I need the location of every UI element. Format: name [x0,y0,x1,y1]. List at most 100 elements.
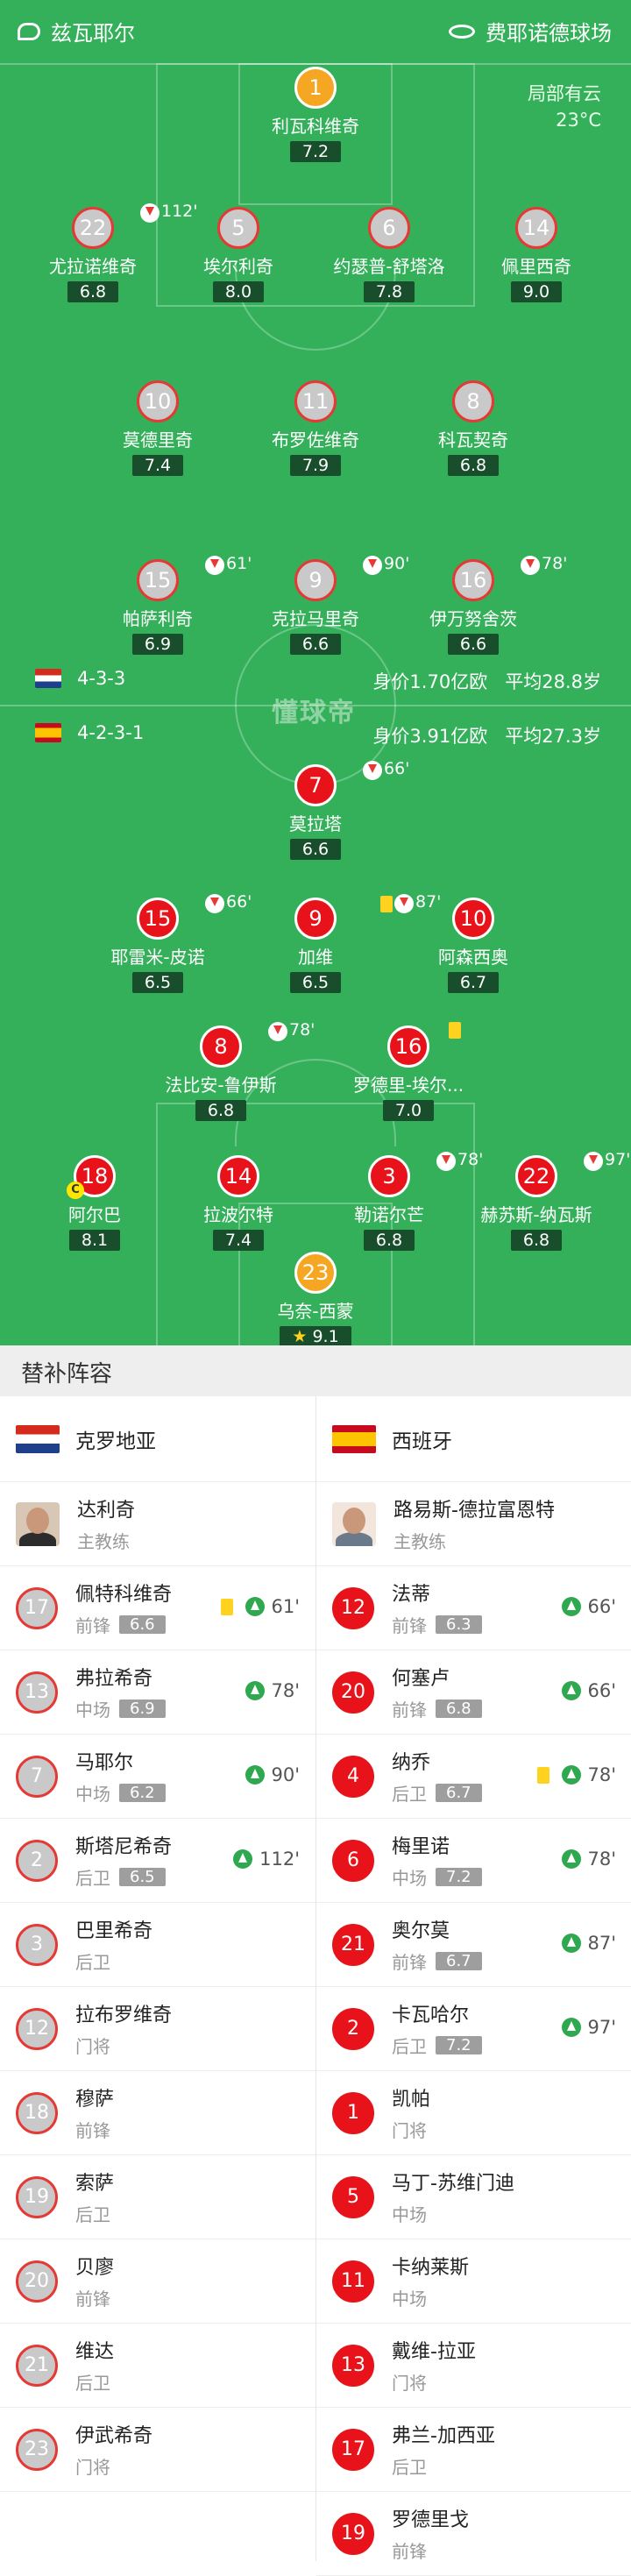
player-name: 索萨 [75,2173,115,2195]
jersey-number: 22 [515,1155,557,1197]
away-player[interactable]: 10 阿森西奥 6.7 [386,898,561,993]
player-position: 门将 [392,2120,427,2141]
player-rating: 6.3 [436,1615,482,1634]
away-coach[interactable]: 路易斯-德拉富恩特主教练 [316,1482,631,1566]
player-rating: 6.6 [447,634,500,655]
player-name: 佩特科维奇 [75,1584,173,1606]
player-rating: 6.2 [119,1784,166,1802]
jersey-number: 8 [200,1025,242,1068]
home-value: 身价1.70亿欧 [372,671,488,692]
bottom-goal-box [238,1203,393,1345]
jersey-number: 5 [332,2175,374,2218]
sub-in-icon [561,1681,581,1700]
away-value: 身价3.91亿欧 [372,726,488,747]
whistle-icon [18,22,40,40]
away-player[interactable]: 23 乌奈-西蒙 ★ 9.1 [228,1252,403,1345]
jersey-number: 5 [217,207,259,249]
player-name: 巴里希奇 [75,1920,153,1942]
player-rating: 7.4 [131,455,184,476]
away-player[interactable]: 9 87' 加维 6.5 [228,892,441,993]
sub-off-icon [205,894,224,913]
home-player[interactable]: 6 约瑟普-舒塔洛 7.8 [301,207,477,302]
player-name: 穆萨 [75,2089,115,2111]
coach-role: 主教练 [77,1531,130,1552]
away-player[interactable]: 22 97' 赫苏斯-纳瓦斯 6.8 [449,1150,630,1251]
home-player[interactable]: 9 90' 克拉马里奇 6.6 [228,554,409,655]
away-player[interactable]: 14 拉波尔特 7.4 [151,1155,326,1251]
player-name: 利瓦科维奇 [272,116,359,137]
home-player[interactable]: 14 佩里西奇 9.0 [449,207,624,302]
away-player[interactable]: 16 罗德里-埃尔... 7.0 [321,1022,496,1121]
home-player[interactable]: 16 78' 伊万努舍茨 6.6 [386,554,567,655]
home-coach[interactable]: 达利奇主教练 [0,1482,316,1566]
stadium-header: 费耶诺德球场 [449,16,612,46]
jersey-number: 23 [294,1252,337,1294]
home-team-header[interactable]: 兹瓦耶尔 [18,16,135,46]
home-player[interactable]: 1 利瓦科维奇 7.2 [228,67,403,162]
player-name: 赫苏斯-纳瓦斯 [480,1204,592,1225]
substitute-row[interactable]: 18 穆萨前锋 [0,2071,316,2155]
sub-time: 66' [384,759,410,778]
jersey-number: 9 [294,898,337,940]
home-player[interactable]: 22 112' 尤拉诺维奇 6.8 [5,202,198,302]
home-player[interactable]: 5 埃尔利奇 8.0 [151,207,326,302]
player-name: 科瓦契奇 [438,429,508,451]
away-player[interactable]: 8 78' 法比安-鲁伊斯 6.8 [133,1020,315,1121]
player-position: 前锋 [75,2120,110,2141]
away-player[interactable]: 3 78' 勒诺尔芒 6.8 [301,1150,483,1251]
player-name: 维达 [75,2341,115,2363]
sub-time: 66' [587,1596,617,1617]
player-rating: 8.0 [212,281,265,302]
home-player[interactable]: 11 布罗佐维奇 7.9 [228,380,403,476]
player-rating: 6.9 [119,1700,166,1718]
player-rating: 7.4 [212,1230,265,1251]
away-player[interactable]: 15 66' 耶雷米-皮诺 6.5 [70,892,252,993]
player-rating: 7.9 [289,455,342,476]
referee-name: 兹瓦耶尔 [51,21,135,46]
home-player[interactable]: 8 科瓦契奇 6.8 [386,380,561,476]
jersey-number: 14 [515,207,557,249]
jersey-number: 9 [294,559,337,601]
jersey-number: 11 [294,380,337,422]
away-player[interactable]: 18 C 阿尔巴 8.1 [7,1155,182,1251]
pitch-outline [0,63,631,1345]
home-player[interactable]: 10 莫德里奇 7.4 [70,380,245,476]
jersey-number: 18 [16,2091,58,2134]
player-name: 克拉马里奇 [272,608,359,629]
away-bench-header[interactable]: 西班牙 [316,1396,631,1482]
home-player[interactable]: 15 61' 帕萨利奇 6.9 [70,554,252,655]
sub-in-icon [561,1765,581,1785]
player-name: 阿尔巴 [68,1204,121,1225]
home-bench-header[interactable]: 克罗地亚 [0,1396,316,1482]
sub-time: 87' [587,1933,617,1954]
jersey-number: 20 [332,1671,374,1714]
player-rating: 6.8 [67,281,119,302]
sub-time: 78' [289,1020,316,1040]
player-position: 前锋 [392,2541,427,2562]
player-position: 前锋 [392,1700,427,1721]
croatia-flag-icon [35,669,61,688]
away-player[interactable]: 7 66' 莫拉塔 6.6 [228,759,409,860]
